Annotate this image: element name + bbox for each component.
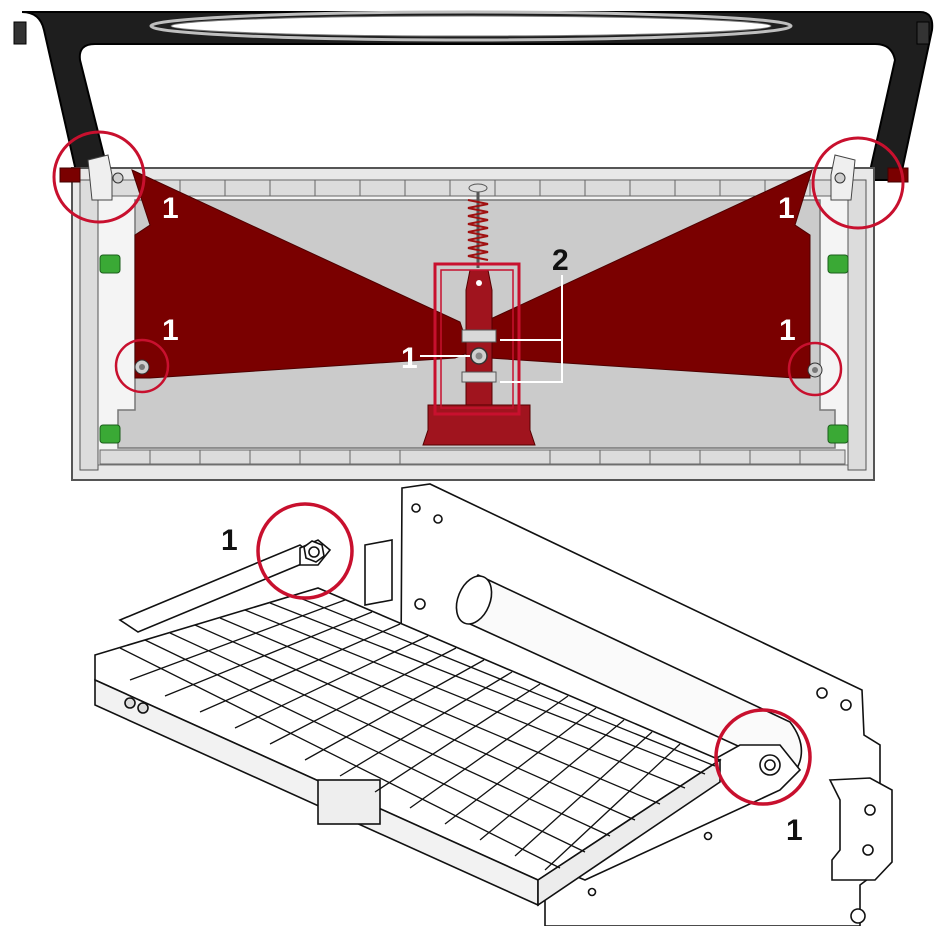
highlight-circle-lower-left <box>114 338 170 394</box>
callout-top-spring: 2 <box>552 244 569 277</box>
bottom-view <box>94 483 893 926</box>
highlight-circle-left-pivot <box>256 502 354 600</box>
callout-top-right-upper: 1 <box>778 192 795 225</box>
bottom-highlight-marks <box>256 502 812 806</box>
lower-bolts <box>134 359 823 378</box>
top-view <box>13 10 934 481</box>
left-pivot-bolt <box>299 539 332 566</box>
top-frame <box>13 10 934 181</box>
callout-top-right-lower: 1 <box>779 314 796 347</box>
callout-top-center: 1 <box>401 342 418 375</box>
top-highlight-marks <box>52 130 905 416</box>
step-grating <box>119 595 716 871</box>
highlight-circle-right-pivot <box>714 708 812 806</box>
right-side-bracket <box>828 777 893 881</box>
callout-bottom-left: 1 <box>221 524 238 557</box>
lower-comb <box>99 449 846 465</box>
green-knobs <box>99 254 849 444</box>
spring <box>467 183 489 268</box>
leader-lines <box>420 275 563 383</box>
callout-labels: 1 1 1 1 1 2 1 1 <box>162 192 803 847</box>
highlight-circle-top-left <box>52 130 146 224</box>
callout-bottom-right: 1 <box>786 814 803 847</box>
left-hinge-bracket <box>59 154 124 201</box>
highlight-circle-lower-right <box>787 341 843 397</box>
callout-top-left-lower: 1 <box>162 314 179 347</box>
highlight-circle-top-right <box>811 136 905 230</box>
callout-top-left-upper: 1 <box>162 192 179 225</box>
